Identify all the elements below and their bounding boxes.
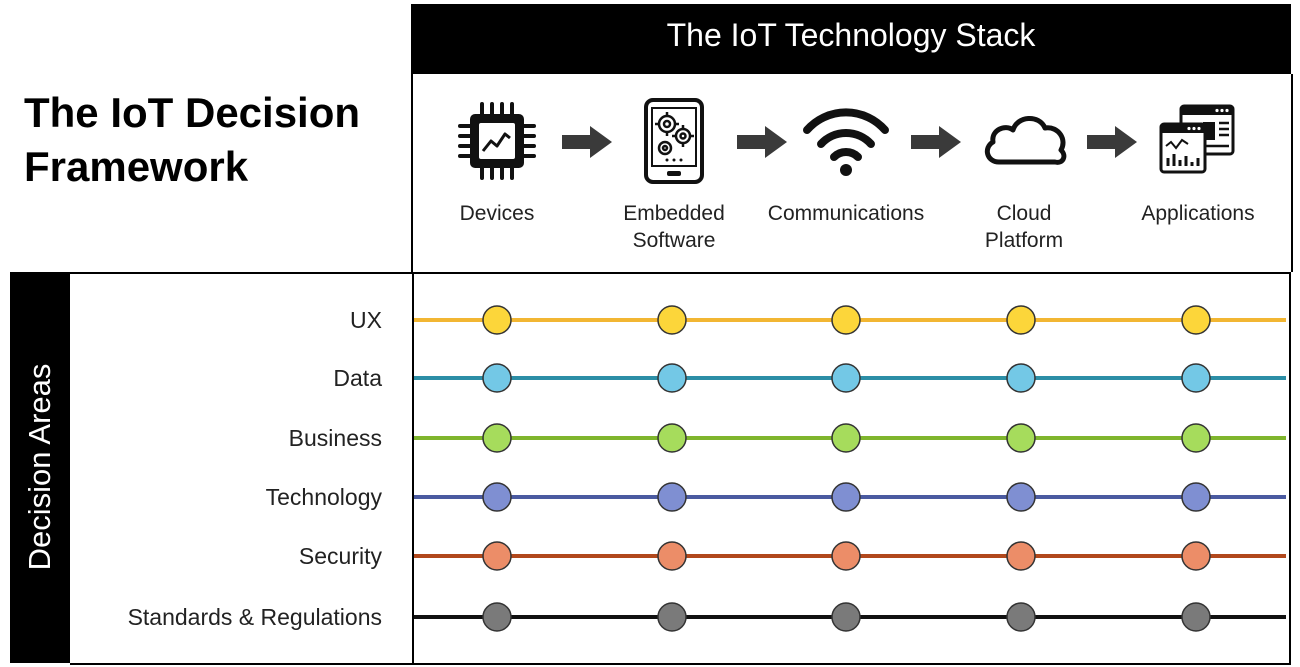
app-windows-icon xyxy=(1153,96,1243,186)
framework-title-line2: Framework xyxy=(24,143,249,190)
arrow-right-icon xyxy=(735,124,789,160)
node-security-stage-1 xyxy=(482,541,512,571)
arrow-right-icon xyxy=(1085,124,1139,160)
panel-divider xyxy=(412,272,414,663)
node-business-stage-4 xyxy=(1006,423,1036,453)
node-business-stage-1 xyxy=(482,423,512,453)
stage-label-applications: Applications xyxy=(1141,202,1255,225)
node-ux-stage-5 xyxy=(1181,305,1211,335)
row-label-security: Security xyxy=(298,543,382,569)
node-data-stage-2 xyxy=(657,363,687,393)
stage-label-communications: Communications xyxy=(767,202,925,225)
node-technology-stage-5 xyxy=(1181,482,1211,512)
stage-label-embedded-software: Embedded Software xyxy=(623,202,725,252)
decision-areas-panel xyxy=(70,272,1291,665)
node-technology-stage-3 xyxy=(831,482,861,512)
row-label-technology: Technology xyxy=(265,484,382,510)
node-technology-stage-4 xyxy=(1006,482,1036,512)
node-standards-regulations-stage-3 xyxy=(831,602,861,632)
row-label-ux: UX xyxy=(350,307,382,333)
row-label-business: Business xyxy=(288,425,382,451)
framework-title: The IoT Decision Framework xyxy=(24,86,404,194)
node-standards-regulations-stage-4 xyxy=(1006,602,1036,632)
row-label-data: Data xyxy=(333,365,382,391)
node-data-stage-4 xyxy=(1006,363,1036,393)
node-business-stage-3 xyxy=(831,423,861,453)
node-ux-stage-3 xyxy=(831,305,861,335)
node-data-stage-3 xyxy=(831,363,861,393)
tablet-gears-icon xyxy=(629,96,719,186)
node-ux-stage-2 xyxy=(657,305,687,335)
framework-title-line1: The IoT Decision xyxy=(24,89,361,136)
arrow-right-icon xyxy=(909,124,963,160)
node-technology-stage-2 xyxy=(657,482,687,512)
node-data-stage-1 xyxy=(482,363,512,393)
stack-header: The IoT Technology Stack xyxy=(411,4,1291,74)
node-security-stage-5 xyxy=(1181,541,1211,571)
chip-chart-icon xyxy=(452,96,542,186)
node-security-stage-2 xyxy=(657,541,687,571)
node-ux-stage-1 xyxy=(482,305,512,335)
node-ux-stage-4 xyxy=(1006,305,1036,335)
node-technology-stage-1 xyxy=(482,482,512,512)
stage-label-devices: Devices xyxy=(459,202,535,225)
decision-areas-sidebar xyxy=(10,272,70,663)
stage-label-cloud-platform: Cloud Platform xyxy=(984,202,1064,252)
node-security-stage-4 xyxy=(1006,541,1036,571)
wifi-icon xyxy=(801,96,891,186)
cloud-icon xyxy=(979,96,1069,186)
node-business-stage-2 xyxy=(657,423,687,453)
arrow-right-icon xyxy=(560,124,614,160)
stack-panel xyxy=(411,74,1293,272)
row-label-standards-regulations: Standards & Regulations xyxy=(127,604,382,630)
node-standards-regulations-stage-1 xyxy=(482,602,512,632)
node-standards-regulations-stage-2 xyxy=(657,602,687,632)
node-business-stage-5 xyxy=(1181,423,1211,453)
node-data-stage-5 xyxy=(1181,363,1211,393)
node-standards-regulations-stage-5 xyxy=(1181,602,1211,632)
node-security-stage-3 xyxy=(831,541,861,571)
